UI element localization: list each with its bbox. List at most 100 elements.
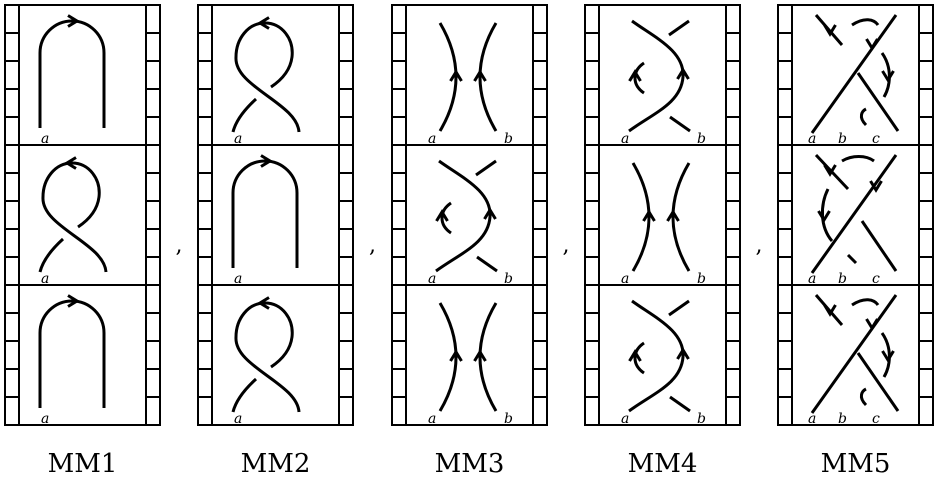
panel-border <box>197 4 354 426</box>
strand-diagonal <box>810 154 898 274</box>
kink-strand-under <box>231 97 258 133</box>
orientation-arrow <box>449 349 463 362</box>
strand-over <box>628 299 685 413</box>
strand-label: b <box>504 131 513 147</box>
strand-a <box>438 22 458 132</box>
panel-label: MM4 <box>628 449 698 478</box>
panel-label: MM3 <box>435 449 505 478</box>
kink-strand-over <box>41 161 108 273</box>
strand-label: a <box>808 131 816 147</box>
orientation-arrow <box>865 38 879 51</box>
strand-label: a <box>41 271 49 287</box>
arch-strand <box>231 159 299 268</box>
orientation-arrow <box>823 164 837 177</box>
strand-diagonal <box>810 14 898 134</box>
panel-border <box>391 4 548 426</box>
orientation-arrow <box>473 349 487 362</box>
separator-comma: , <box>756 233 763 258</box>
strand-over <box>435 159 492 273</box>
strand-label: a <box>621 131 629 147</box>
panel-border <box>777 4 934 426</box>
strand-label: a <box>621 411 629 427</box>
strand-a <box>631 162 651 272</box>
strand-label: a <box>234 411 242 427</box>
strand-label: a <box>428 131 436 147</box>
strand-a <box>438 302 458 412</box>
orientation-arrow <box>64 156 77 170</box>
strand-label: b <box>838 411 847 427</box>
strand-label: a <box>41 131 49 147</box>
orientation-arrow <box>67 14 80 28</box>
strand-label: b <box>697 411 706 427</box>
strand-diagonal <box>810 294 898 414</box>
strand-label: b <box>838 131 847 147</box>
orientation-arrow <box>628 349 642 362</box>
strand-arc-bottom <box>846 253 858 265</box>
arch-strand <box>38 19 106 128</box>
orientation-arrow <box>435 209 449 222</box>
kink-strand-under <box>231 377 258 413</box>
movie-frame-arch: a <box>231 154 299 287</box>
orientation-arrow <box>676 67 690 80</box>
strand-label: c <box>872 131 880 147</box>
strand-under-top <box>475 159 497 177</box>
separator-comma: , <box>369 233 376 258</box>
strand-over <box>628 19 685 133</box>
strand-arc-top <box>851 18 880 27</box>
strand-arc-bottom <box>859 107 868 127</box>
orientation-arrow <box>823 24 837 37</box>
panel-border <box>4 4 161 426</box>
strand-label: a <box>234 131 242 147</box>
orientation-arrow <box>817 210 831 223</box>
strand-under-top <box>668 19 690 37</box>
strand-label: b <box>504 271 513 287</box>
orientation-arrow <box>676 347 690 360</box>
strand-label: c <box>872 411 880 427</box>
strand-lower <box>856 352 900 412</box>
strand-under-middle <box>633 341 645 375</box>
kink-strand-over <box>234 21 301 133</box>
movie-frame-kink: a <box>38 156 108 287</box>
orientation-arrow <box>473 69 487 82</box>
separator-comma: , <box>563 233 570 258</box>
strand-arc-bottom <box>859 387 868 407</box>
kink-strand-under <box>38 237 65 273</box>
strand-under-bottom <box>669 395 691 413</box>
orientation-arrow <box>257 16 270 30</box>
orientation-arrow <box>449 69 463 82</box>
strand-b <box>478 302 498 412</box>
movie-frame-kink: a <box>231 296 301 427</box>
strand-under-top <box>668 299 690 317</box>
orientation-arrow <box>483 207 497 220</box>
strand-lower <box>856 72 900 132</box>
strand-label: a <box>621 271 629 287</box>
orientation-arrow <box>67 294 80 308</box>
strand-label: b <box>697 131 706 147</box>
orientation-arrow <box>823 304 837 317</box>
orientation-arrow <box>628 69 642 82</box>
strand-arc-top <box>841 155 875 163</box>
orientation-arrow <box>260 154 273 168</box>
strand-label: a <box>428 411 436 427</box>
strand-label: b <box>504 411 513 427</box>
strand-under-bottom <box>669 115 691 133</box>
movie-frame-triple1: a b c <box>808 14 900 147</box>
panel-label: MM1 <box>48 449 118 478</box>
strand-b <box>671 162 691 272</box>
strand-label: c <box>872 271 880 287</box>
strand-label: a <box>428 271 436 287</box>
strand-under-bottom <box>476 255 498 273</box>
arch-strand <box>38 299 106 408</box>
